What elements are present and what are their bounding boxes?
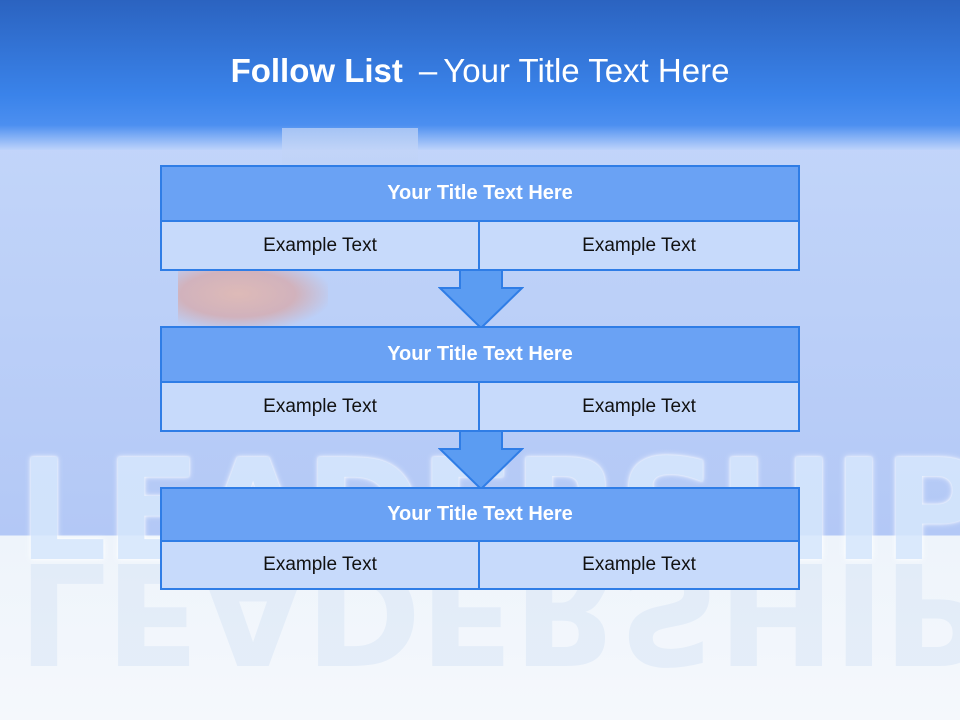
step-cell-right: Example Text <box>480 542 800 590</box>
step-cell-left: Example Text <box>160 222 480 271</box>
step-title: Your Title Text Here <box>160 487 800 542</box>
step-cell-right: Example Text <box>480 383 800 432</box>
step-title: Your Title Text Here <box>160 326 800 383</box>
title-rest-part: Your Title Text Here <box>443 52 730 89</box>
down-arrow-icon <box>438 431 524 491</box>
background-hand-image <box>178 270 328 330</box>
slide-title: Follow List–Your Title Text Here <box>0 52 960 90</box>
title-bold-part: Follow List <box>230 52 403 89</box>
header-band <box>0 0 960 150</box>
step-cell-left: Example Text <box>160 383 480 432</box>
step-title: Your Title Text Here <box>160 165 800 222</box>
step-cell-right: Example Text <box>480 222 800 271</box>
down-arrow-icon <box>438 270 524 330</box>
background-photo <box>282 128 418 168</box>
step-cell-left: Example Text <box>160 542 480 590</box>
title-dash: – <box>418 52 438 89</box>
